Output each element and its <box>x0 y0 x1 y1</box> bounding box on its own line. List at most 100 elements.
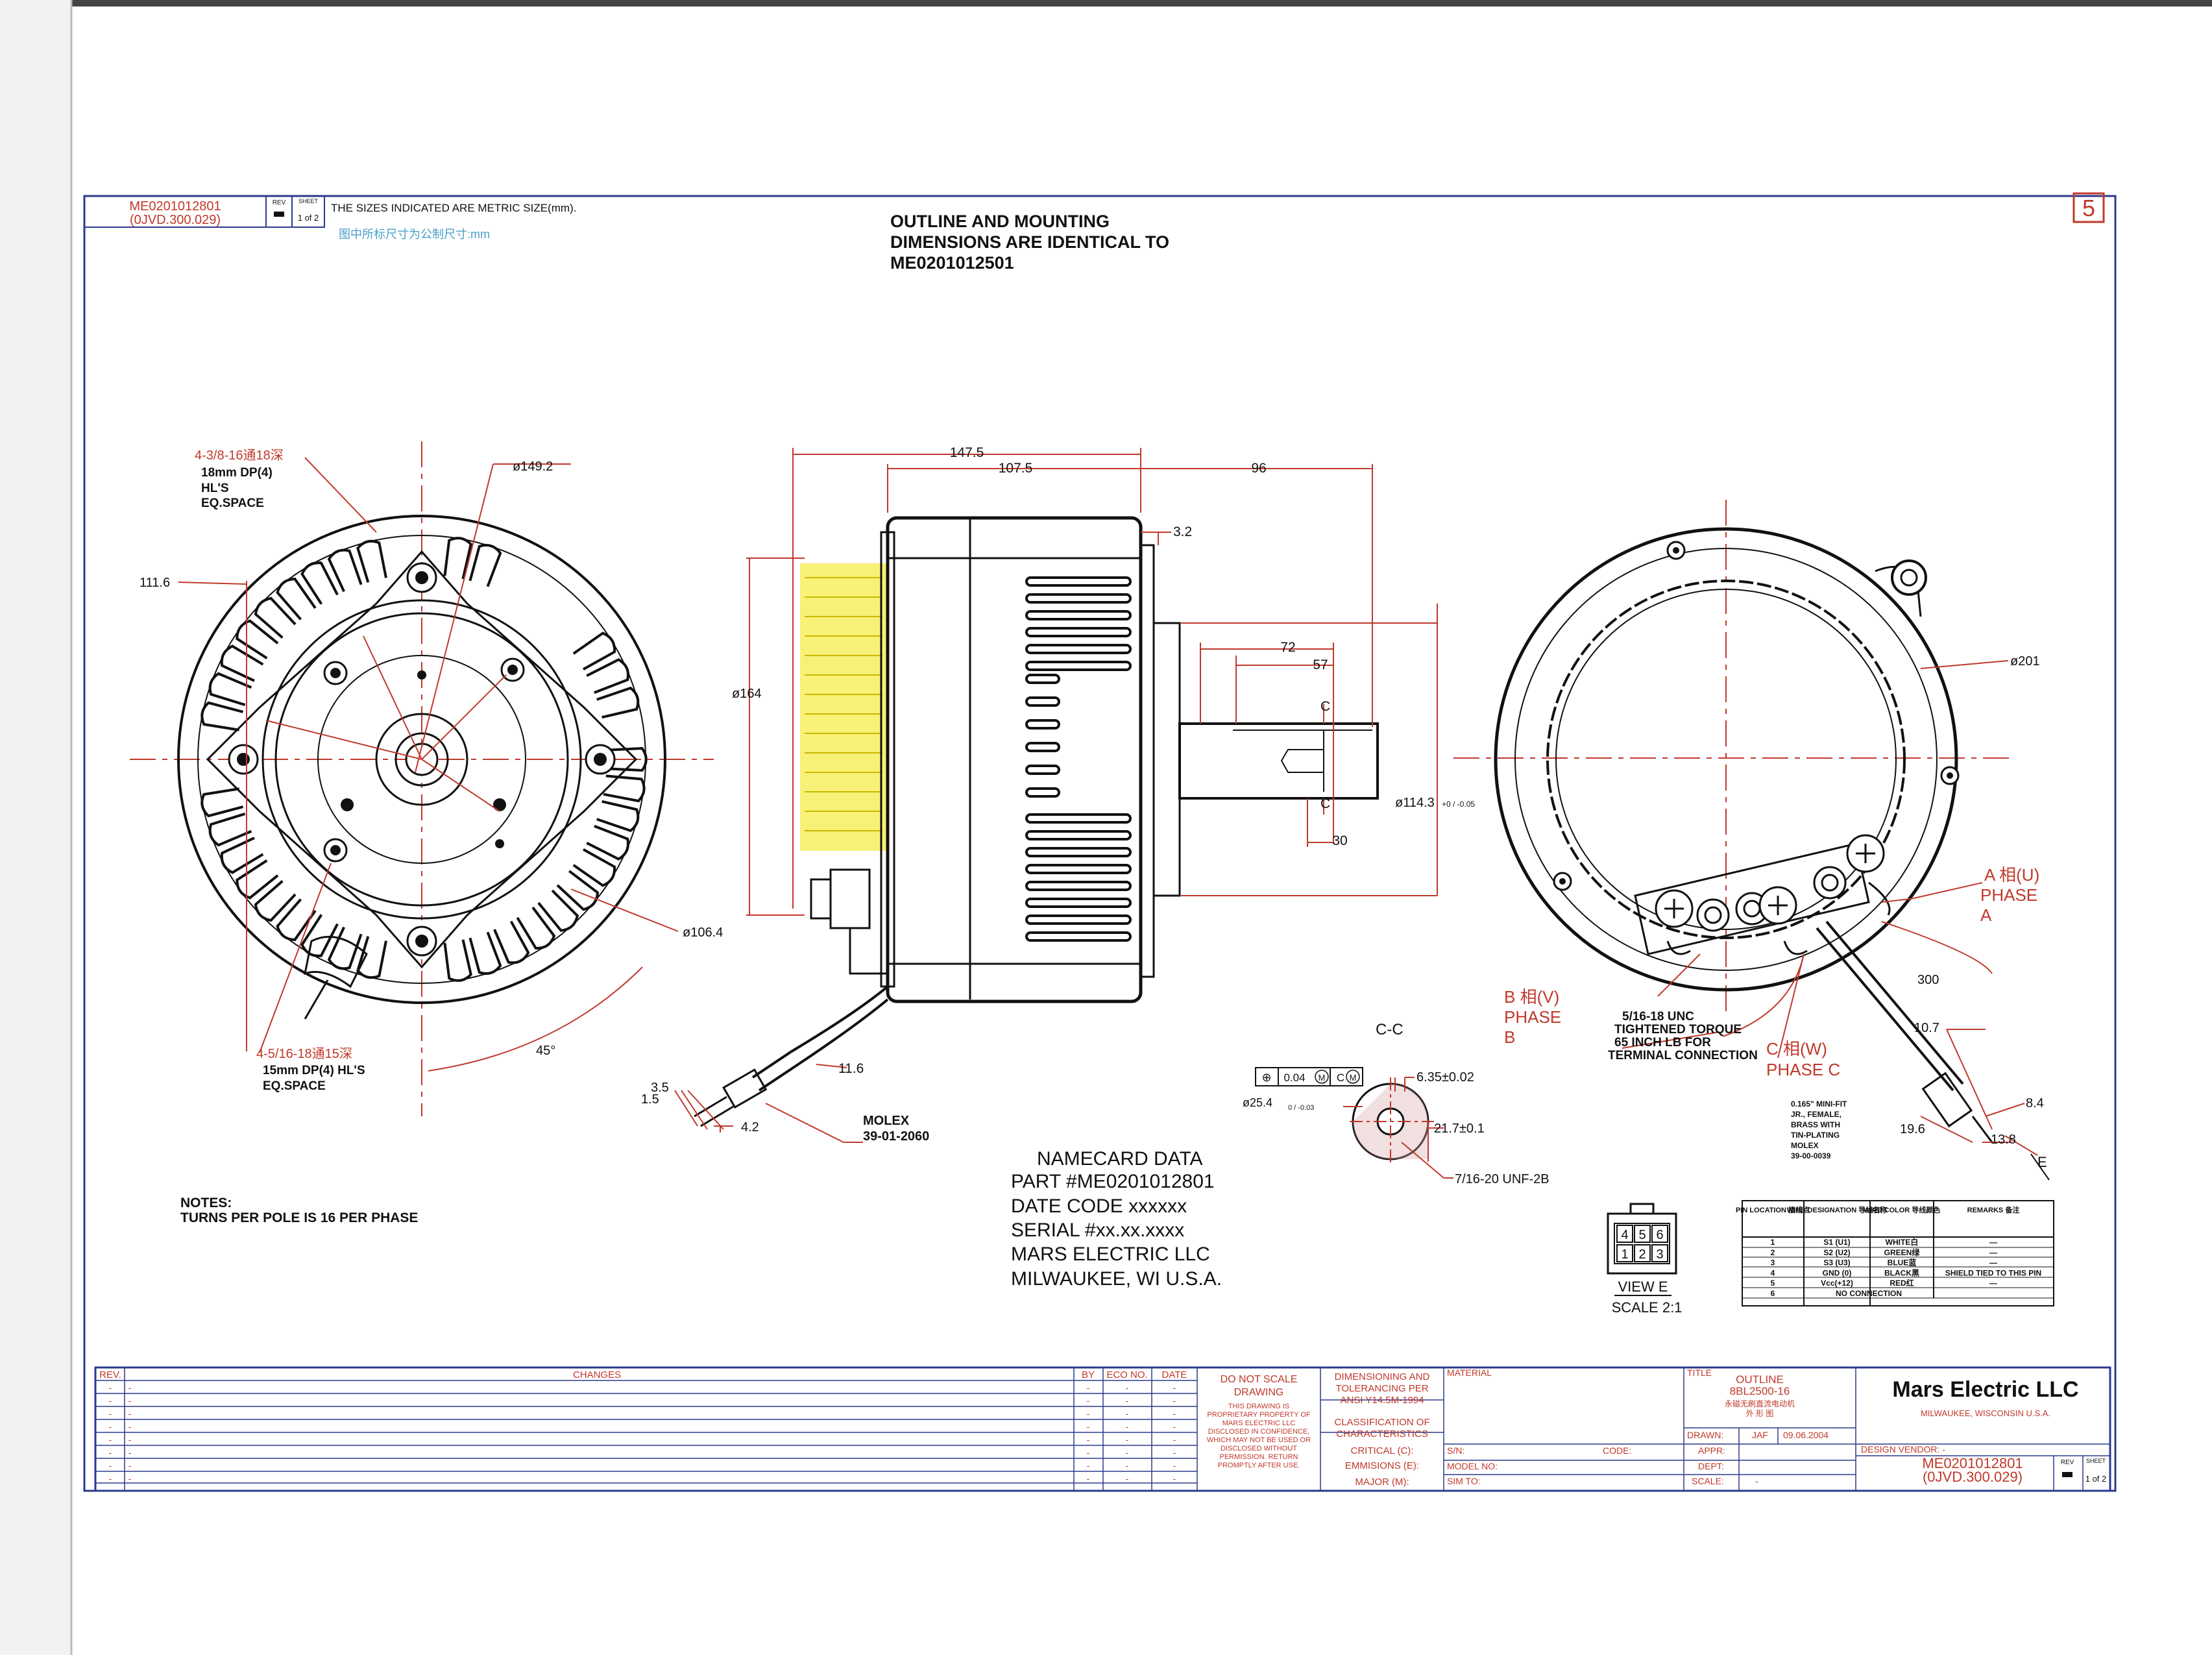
fin <box>596 800 640 833</box>
svg-text:WHICH MAY NOT BE USED OR: WHICH MAY NOT BE USED OR <box>1207 1436 1311 1444</box>
scan-top-edge <box>0 0 2212 6</box>
housing-slot <box>1025 696 1060 707</box>
svg-text:39-01-2060: 39-01-2060 <box>863 1129 929 1144</box>
svg-text:ANSI Y14.5M-1994: ANSI Y14.5M-1994 <box>1341 1395 1424 1406</box>
svg-text:2: 2 <box>1638 1247 1646 1262</box>
rev-table-dash: - <box>109 1447 112 1458</box>
bottom-part-code: (0JVD.300.029) <box>1923 1469 2023 1485</box>
svg-text:DEPT:: DEPT: <box>1698 1461 1724 1471</box>
rev-table-dash: - <box>1126 1447 1129 1458</box>
svg-text:DRAWN:: DRAWN: <box>1687 1430 1723 1440</box>
bottom-part-number: ME0201012801 <box>1922 1455 2023 1471</box>
svg-text:5/16-18 UNC: 5/16-18 UNC <box>1622 1010 1694 1024</box>
svg-text:EMMISIONS (E):: EMMISIONS (E): <box>1345 1460 1419 1471</box>
rear-view: ø201 A 相(U) PHASE A B 相(V) PHASE B C 相(W… <box>1453 500 2050 1181</box>
pin-table-cell: BLACK黑 <box>1884 1268 1919 1277</box>
svg-text:M: M <box>1350 1073 1357 1083</box>
svg-text:C: C <box>1337 1072 1344 1084</box>
housing-slots <box>1025 576 1132 942</box>
housing-slot <box>1025 914 1132 925</box>
svg-text:PART #ME0201012801: PART #ME0201012801 <box>1011 1171 1215 1192</box>
svg-text:MILWAUKEE, WI U.S.A.: MILWAUKEE, WI U.S.A. <box>1011 1268 1222 1290</box>
svg-text:10.7: 10.7 <box>1914 1021 1939 1035</box>
rev-table-dash: - <box>109 1395 112 1406</box>
svg-text:B: B <box>1504 1027 1515 1047</box>
svg-text:19.6: 19.6 <box>1900 1122 1925 1136</box>
housing-slot <box>1025 787 1060 798</box>
svg-text:+0 / -0.05: +0 / -0.05 <box>1442 800 1475 809</box>
svg-text:ECO NO.: ECO NO. <box>1106 1369 1147 1380</box>
svg-text:SHEET: SHEET <box>298 198 319 204</box>
notes: NOTES: TURNS PER POLE IS 16 PER PHASE <box>180 1195 418 1225</box>
fin <box>254 879 297 922</box>
fin <box>220 644 264 682</box>
phase-a-label: A 相(U) <box>1984 865 2039 885</box>
svg-text:PIN LOCATION 接线点: PIN LOCATION 接线点 <box>1736 1205 1810 1214</box>
svg-text:18mm DP(4): 18mm DP(4) <box>201 466 273 480</box>
fin <box>276 898 317 942</box>
do-not-scale-block: DO NOT SCALE DRAWING THIS DRAWING IS PRO… <box>1207 1374 1311 1469</box>
svg-text:REV.: REV. <box>99 1369 121 1380</box>
fin <box>537 889 579 932</box>
svg-text:JAF: JAF <box>1752 1430 1768 1440</box>
svg-text:OUTLINE AND MOUNTING: OUTLINE AND MOUNTING <box>890 212 1110 231</box>
top-part-box: ME0201012801 (0JVD.300.029) REV SHEET 1 … <box>84 195 576 241</box>
svg-text:OUTLINE: OUTLINE <box>1736 1373 1784 1386</box>
rev-table-dash: - <box>1087 1421 1090 1432</box>
fin <box>220 837 264 874</box>
svg-text:TURNS PER POLE IS 16 PER PHASE: TURNS PER POLE IS 16 PER PHASE <box>180 1210 418 1225</box>
svg-text:MARS ELECTRIC LLC: MARS ELECTRIC LLC <box>1011 1244 1210 1265</box>
phase-b-label: B 相(V) <box>1504 987 1559 1007</box>
svg-text:TERMINAL CONNECTION: TERMINAL CONNECTION <box>1608 1049 1758 1062</box>
fin <box>300 561 339 605</box>
svg-text:1: 1 <box>1621 1247 1628 1262</box>
svg-text:MAJOR (M):: MAJOR (M): <box>1355 1477 1409 1488</box>
svg-text:MODEL NO:: MODEL NO: <box>1447 1461 1498 1471</box>
pin-table-cell: 2 <box>1771 1248 1775 1257</box>
svg-text:PERMISSION. RETURN: PERMISSION. RETURN <box>1219 1453 1298 1461</box>
dim-57-label: 57 <box>1313 657 1328 672</box>
svg-text:DO NOT SCALE: DO NOT SCALE <box>1221 1374 1298 1385</box>
svg-text:HL'S: HL'S <box>201 482 229 495</box>
svg-text:MATERIAL: MATERIAL <box>1447 1367 1492 1378</box>
molex-label: MOLEX <box>863 1114 910 1128</box>
rev-table-dash: - <box>1126 1382 1129 1393</box>
svg-text:0 / -0.03: 0 / -0.03 <box>1288 1104 1314 1112</box>
svg-text:NAMECARD DATA: NAMECARD DATA <box>1037 1148 1203 1170</box>
pin-table-cell: WHITE白 <box>1886 1237 1919 1247</box>
pin-table-cell: GND (0) <box>1823 1268 1852 1277</box>
dim-147-label: 147.5 <box>950 445 984 460</box>
svg-text:SHEET: SHEET <box>2086 1458 2106 1464</box>
rev-table-dash: - <box>1087 1434 1090 1445</box>
svg-text:1 of 2: 1 of 2 <box>2085 1474 2107 1484</box>
housing-slot <box>1025 765 1060 775</box>
rev-table-dash: - <box>1173 1460 1176 1471</box>
rev-table-dash: - <box>128 1408 132 1419</box>
svg-text:EQ.SPACE: EQ.SPACE <box>263 1079 326 1093</box>
housing-slot <box>1025 644 1132 654</box>
pin-note: 0.165" MINI-FIT JR., FEMALE, BRASS WITH … <box>1791 1099 1847 1160</box>
svg-text:TITLE: TITLE <box>1687 1367 1712 1378</box>
rev-table-dash: - <box>128 1421 132 1432</box>
phase-c-label: C 相(W) <box>1766 1039 1827 1059</box>
rev-table-dash: - <box>1087 1408 1090 1419</box>
svg-text:DISCLOSED IN CONFIDENCE,: DISCLOSED IN CONFIDENCE, <box>1208 1428 1309 1436</box>
rev-table-dash: - <box>109 1473 112 1484</box>
svg-text:DIMENSIONING AND: DIMENSIONING AND <box>1335 1371 1430 1382</box>
svg-text:1 of 2: 1 of 2 <box>298 213 319 223</box>
fin <box>606 746 648 772</box>
svg-text:C: C <box>1320 796 1330 811</box>
svg-text:外 形 图: 外 形 图 <box>1746 1409 1774 1418</box>
svg-text:M: M <box>1319 1073 1326 1083</box>
svg-text:4.2: 4.2 <box>741 1120 759 1134</box>
pin-table-cell: — <box>1989 1248 1997 1257</box>
pin-table-cell: — <box>1989 1279 1997 1288</box>
housing-slot <box>1025 593 1132 604</box>
terminal-note: 5/16-18 UNC TIGHTENED TORQUE 65 INCH LB … <box>1608 1010 1758 1062</box>
pin-table-cell: RED红 <box>1890 1278 1914 1288</box>
svg-text:REMARKS 备注: REMARKS 备注 <box>1967 1205 2020 1214</box>
svg-text:REV: REV <box>2061 1459 2074 1466</box>
pin-table-cell: Vcc(+12) <box>1821 1279 1853 1288</box>
top-part-code: (0JVD.300.029) <box>130 213 221 227</box>
svg-text:PHASE C: PHASE C <box>1766 1060 1840 1079</box>
